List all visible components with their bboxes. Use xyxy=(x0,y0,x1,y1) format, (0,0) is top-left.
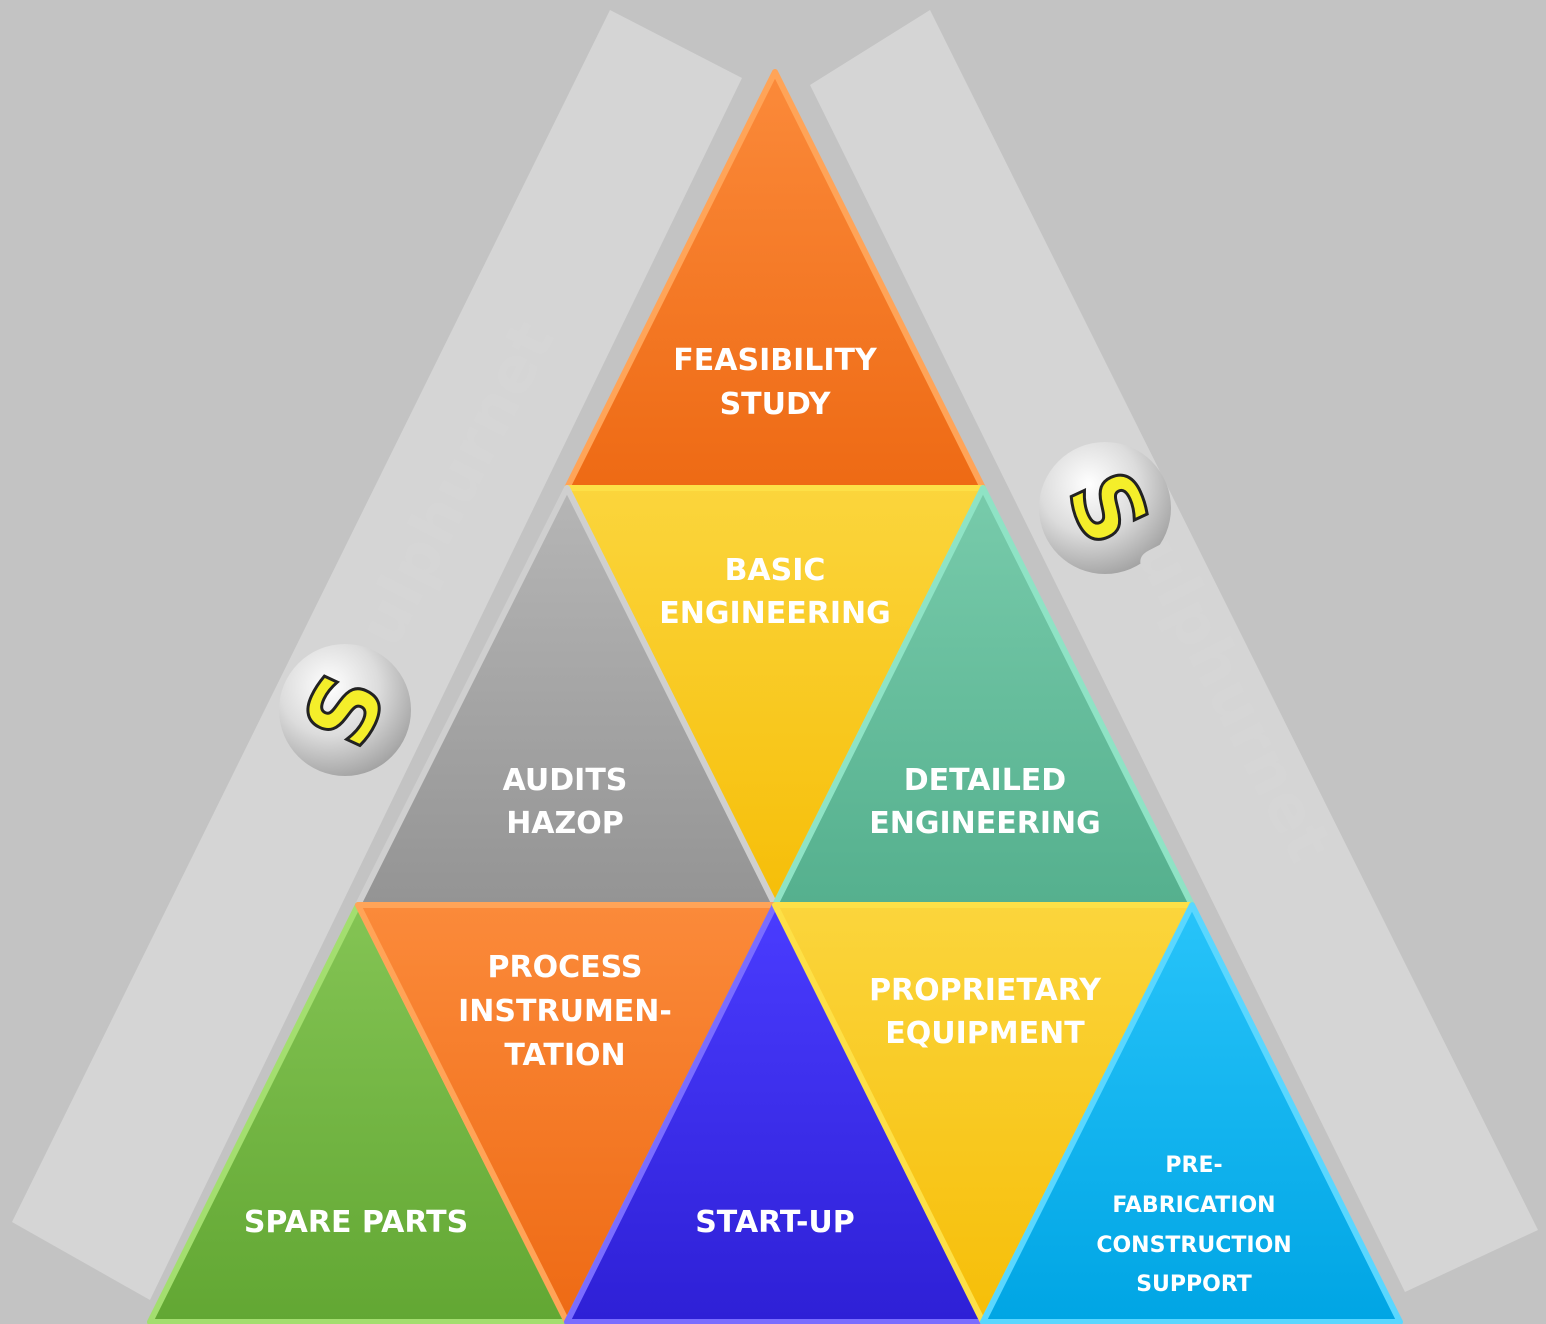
label-audits-2: HAZOP xyxy=(506,806,624,841)
label-detailed-2: ENGINEERING xyxy=(869,806,1100,841)
label-basic-1: BASIC xyxy=(725,553,826,588)
label-prefab-2: FABRICATION xyxy=(1112,1193,1275,1218)
label-basic-2: ENGINEERING xyxy=(659,596,890,631)
label-feasibility-2: STUDY xyxy=(720,387,832,422)
label-prefab-3: CONSTRUCTION xyxy=(1096,1233,1291,1258)
logo-ball-left xyxy=(279,644,411,776)
labels: FEASIBILITY STUDY BASIC ENGINEERING AUDI… xyxy=(244,343,1292,1297)
label-process-2: INSTRUMEN- xyxy=(458,994,672,1029)
label-audits-1: AUDITS xyxy=(503,763,628,798)
label-proprietary-2: EQUIPMENT xyxy=(885,1016,1085,1051)
logo-ball-right xyxy=(1039,442,1171,574)
label-process-1: PROCESS xyxy=(488,950,643,985)
label-proprietary-1: PROPRIETARY xyxy=(869,973,1102,1008)
pyramid xyxy=(147,69,1403,1324)
label-start-up: START-UP xyxy=(695,1205,855,1240)
right-band xyxy=(810,10,1538,1292)
label-prefab-4: SUPPORT xyxy=(1136,1272,1252,1297)
label-prefab-1: PRE- xyxy=(1165,1153,1222,1178)
label-detailed-1: DETAILED xyxy=(904,763,1066,798)
segment-prefabrication-construction-support[interactable] xyxy=(980,902,1403,1324)
label-spare-parts: SPARE PARTS xyxy=(244,1205,468,1240)
label-feasibility-1: FEASIBILITY xyxy=(673,343,878,378)
label-process-3: TATION xyxy=(504,1038,625,1073)
